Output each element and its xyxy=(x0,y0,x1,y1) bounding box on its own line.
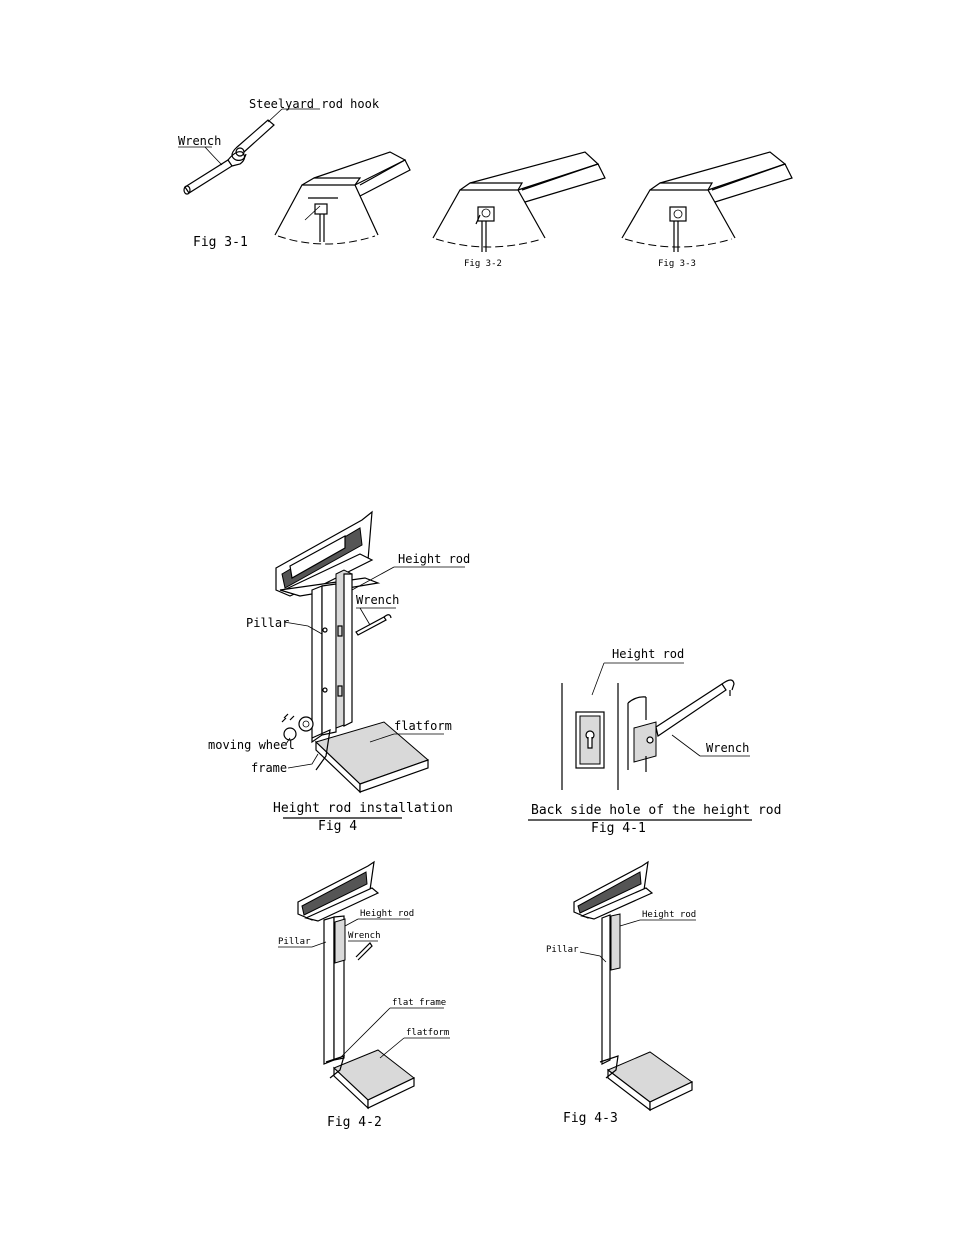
fig4-2-flatform-label: flatform xyxy=(406,1028,449,1038)
fig4-3-caption: Fig 4-3 xyxy=(563,1111,618,1126)
fig3-2-diagram xyxy=(433,152,605,252)
fig4-flatform-label: flatform xyxy=(394,719,452,733)
fig4-1-caption: Fig 4-1 xyxy=(591,821,646,836)
hook-drawing xyxy=(232,120,274,160)
steelyard-rod-hook-label: Steelyard rod hook xyxy=(249,97,380,111)
fig4-diagram: Height rod Wrench Pillar flatform moving… xyxy=(208,512,470,834)
fig4-2-pillar-label: Pillar xyxy=(278,937,311,947)
fig4-2-pillar-drawing xyxy=(324,917,334,1064)
fig4-2-flatform-leader xyxy=(380,1038,450,1058)
height-rod-side-with-wrench xyxy=(628,680,734,772)
fig4-1-height-rod-label: Height rod xyxy=(612,647,684,661)
fig4-2-height-rod-drawing xyxy=(335,919,345,963)
height-rod-back-plate xyxy=(562,683,618,790)
fig4-3-pillar-drawing xyxy=(602,915,610,1064)
pillar-column xyxy=(312,584,336,742)
wrench-label: Wrench xyxy=(178,134,221,148)
fig4-3-height-rod-leader xyxy=(620,920,696,926)
fig4-3-height-rod-drawing xyxy=(611,914,620,970)
fig4-1-diagram: Height rod Wrench Back side hole of the … xyxy=(528,647,781,836)
fig4-frame-label: frame xyxy=(251,761,287,775)
fig3-3-caption: Fig 3-3 xyxy=(658,259,696,269)
fig4-3-diagram: Height rod Pillar Fig 4-3 xyxy=(546,862,696,1126)
height-rod-column xyxy=(336,570,352,728)
wrench-leader-line xyxy=(205,147,222,165)
fig4-pillar-label: Pillar xyxy=(246,616,289,630)
beam-housing-1 xyxy=(275,152,410,244)
fig4-title: Height rod installation xyxy=(273,801,453,816)
fig4-wrench-label: Wrench xyxy=(356,593,399,607)
fig4-2-height-rod-label: Height rod xyxy=(360,909,414,919)
wrench-tool-drawing xyxy=(184,152,245,194)
fig4-1-title: Back side hole of the height rod xyxy=(531,803,781,818)
fig4-2-wrench-drawing xyxy=(356,943,372,960)
fig4-2-wrench-label: Wrench xyxy=(348,931,381,941)
fig4-3-beam-head xyxy=(574,862,652,919)
fig4-1-height-rod-leader xyxy=(592,663,604,695)
fig3-1-diagram: Steelyard rod hook Wrench Fig 3-1 xyxy=(178,97,410,250)
fig4-moving-wheel-label: moving wheel xyxy=(208,738,295,752)
fig4-frame-leader xyxy=(288,754,318,768)
fig4-2-flat-frame-label: flat frame xyxy=(392,998,446,1008)
fig4-height-rod-label: Height rod xyxy=(398,552,470,566)
fig4-caption: Fig 4 xyxy=(318,819,357,834)
fig4-3-pillar-label: Pillar xyxy=(546,945,579,955)
fig4-2-caption: Fig 4-2 xyxy=(327,1115,382,1130)
fig4-1-wrench-label: Wrench xyxy=(706,741,749,755)
fig3-2-caption: Fig 3-2 xyxy=(464,259,502,269)
fig3-3-diagram xyxy=(622,152,792,252)
fig4-2-diagram: Height rod Pillar Wrench flat frame flat… xyxy=(278,862,450,1130)
fig4-wrench-drawing xyxy=(356,617,386,635)
fig4-3-flatform-drawing xyxy=(600,1052,692,1110)
fig3-1-caption: Fig 3-1 xyxy=(193,235,248,250)
scale-beam-head xyxy=(276,512,378,596)
fig4-2-height-rod-leader xyxy=(345,919,410,926)
moving-wheel-drawing xyxy=(282,714,313,740)
fig4-3-height-rod-label: Height rod xyxy=(642,910,696,920)
